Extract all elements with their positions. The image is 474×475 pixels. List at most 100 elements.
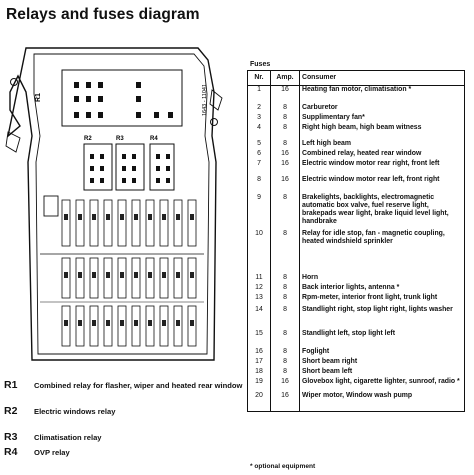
fuse-amperage: 16: [270, 85, 300, 104]
fuse-number: 11: [247, 273, 271, 284]
fuse-slot: [159, 305, 169, 347]
relay-pin: [90, 166, 94, 171]
fuse-element: [134, 272, 138, 278]
fuse-element: [148, 272, 152, 278]
part-number: 1643 - 11041: [202, 84, 208, 116]
fuse-consumer: Electric window motor rear right, front …: [302, 159, 440, 167]
relay-pin: [90, 154, 94, 159]
fuse-slot: [75, 199, 85, 247]
fuse-number: 12: [247, 283, 271, 294]
fuse-element: [134, 214, 138, 220]
relay-r1-label: R1: [35, 93, 42, 102]
fuse-element: [64, 214, 68, 220]
relay-r4-label: R4: [150, 136, 158, 142]
fuse-element: [78, 272, 82, 278]
fuse-slot: [61, 199, 71, 247]
fuse-element: [190, 320, 194, 326]
relay-code: R2: [4, 405, 18, 417]
fuse-number: 13: [247, 293, 271, 306]
relay-pin: [122, 166, 126, 171]
fuse-element: [120, 214, 124, 220]
fuse-amperage: 8: [270, 273, 300, 284]
fuse-slot: [145, 199, 155, 247]
relay-pin: [90, 178, 94, 183]
fuse-element: [162, 272, 166, 278]
fuse-element: [106, 214, 110, 220]
fuse-element: [162, 320, 166, 326]
fuse-number: 6: [247, 149, 271, 160]
fuse-number: 20: [247, 391, 271, 412]
relay-pin: [166, 178, 170, 183]
relay-pin: [86, 96, 91, 102]
relay-pin: [166, 166, 170, 171]
fuse-element: [120, 272, 124, 278]
fuse-element: [176, 272, 180, 278]
fuse-slot: [103, 305, 113, 347]
page-title: Relays and fuses diagram: [6, 6, 200, 23]
fuse-number: 14: [247, 305, 271, 330]
fuse-slot: [131, 257, 141, 299]
fuse-element: [190, 272, 194, 278]
fuse-element: [106, 272, 110, 278]
fuse-element: [134, 320, 138, 326]
mount-hole-right: [210, 118, 218, 126]
fuse-number: 16: [247, 347, 271, 358]
fuse-box-outline: [6, 47, 217, 361]
fuse-element: [176, 214, 180, 220]
header-nr: Nr.: [247, 70, 271, 86]
relay-pin: [132, 178, 136, 183]
fuse-element: [92, 320, 96, 326]
fuse-element: [64, 320, 68, 326]
fuse-consumer: Relay for idle stop, fan - magnetic coup…: [302, 229, 445, 245]
header-amp: Amp.: [270, 70, 300, 86]
fuse-number: 8: [247, 175, 271, 194]
fuse-number: 15: [247, 329, 271, 348]
fuse-number: 10: [247, 229, 271, 274]
fuse-amperage: 16: [270, 149, 300, 160]
fuse-element: [162, 214, 166, 220]
fuse-element: [148, 320, 152, 326]
fuse-amperage: 8: [270, 103, 300, 114]
fuse-number: 19: [247, 377, 271, 392]
fuse-slot: [75, 257, 85, 299]
relay-code: R4: [4, 446, 18, 458]
fuse-consumer: Horn: [302, 273, 319, 281]
fuse-amperage: 8: [270, 229, 300, 274]
fuse-consumer: Left high beam: [302, 139, 352, 147]
relay-pin: [98, 82, 103, 88]
fuse-slot: [145, 257, 155, 299]
fuse-amperage: 8: [270, 283, 300, 294]
fuse-amperage: 16: [270, 377, 300, 392]
fuse-slot: [131, 199, 141, 247]
fuse-box-inner-outline: [33, 53, 210, 355]
relay-pin: [86, 112, 91, 118]
fuse-amperage: 8: [270, 113, 300, 124]
fuse-number: 5: [247, 139, 271, 150]
relay-pin: [156, 166, 160, 171]
mount-hole-left: [10, 78, 18, 86]
fuse-slot: [173, 199, 183, 247]
relay-pin: [122, 154, 126, 159]
relay-code: R1: [4, 379, 18, 391]
fuse-consumer: Foglight: [302, 347, 330, 355]
relay-pin: [154, 112, 159, 118]
relay-pin: [98, 96, 103, 102]
fuse-amperage: 8: [270, 193, 300, 230]
relay-pin: [100, 178, 104, 183]
fuse-element: [148, 214, 152, 220]
fuse-consumer: Right high beam, high beam witness: [302, 123, 422, 131]
relay-pin: [136, 82, 141, 88]
fuse-consumer: Short beam left: [302, 367, 353, 375]
fuse-element: [190, 214, 194, 220]
